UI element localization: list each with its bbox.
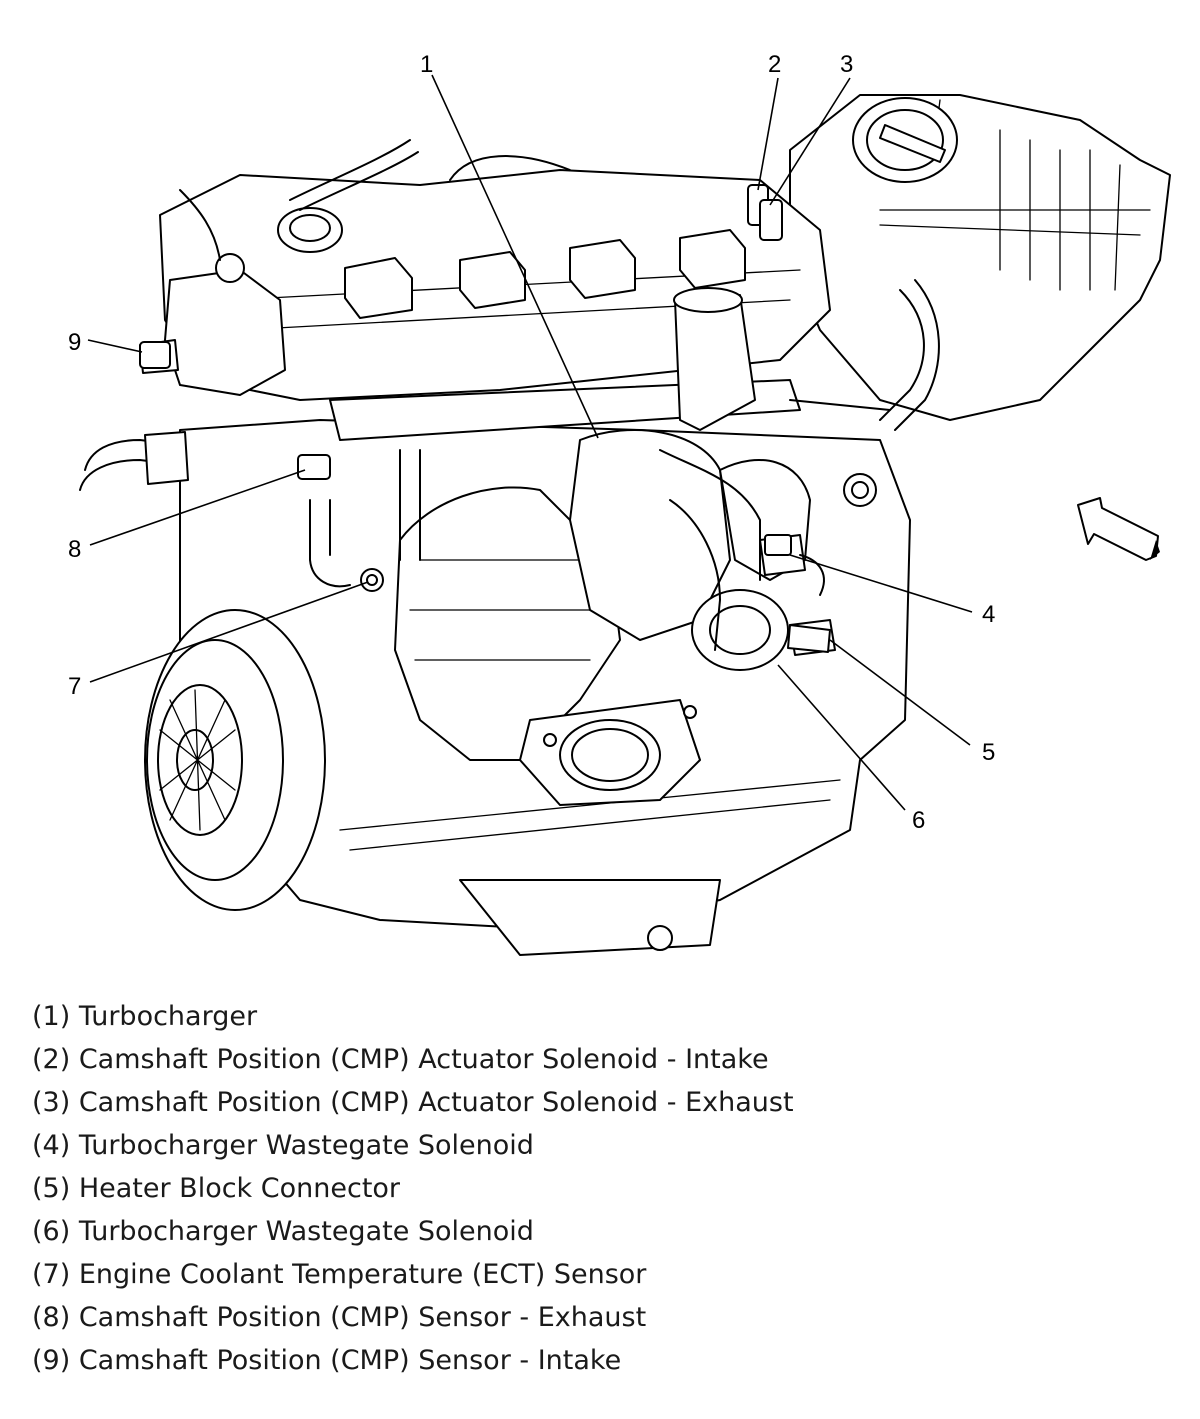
- engine-diagram: 1 2 3 4 5 6 7 8 9: [68, 51, 1171, 956]
- cam-cover: [159, 139, 831, 401]
- leader-line-9: [87, 339, 143, 353]
- legend-item: (1) Turbocharger: [32, 1001, 258, 1032]
- leader-line-3: [769, 77, 851, 206]
- leader-line-1: [431, 74, 599, 439]
- exhaust-heat-shield: [394, 486, 621, 761]
- leader-line-2: [757, 77, 779, 191]
- leader-line-4: [789, 554, 973, 613]
- callout-9: 9: [68, 329, 81, 356]
- legend-item: (9) Camshaft Position (CMP) Sensor - Int…: [32, 1345, 622, 1376]
- legend-item: (7) Engine Coolant Temperature (ECT) Sen…: [32, 1259, 647, 1290]
- callout-8: 8: [68, 536, 81, 563]
- callout-6: 6: [912, 807, 925, 834]
- parts-legend: (1) Turbocharger (2) Camshaft Position (…: [32, 995, 1172, 1382]
- exhaust-outlet-flange: [519, 699, 701, 806]
- leader-line-7: [89, 581, 369, 683]
- legend-item: (3) Camshaft Position (CMP) Actuator Sol…: [32, 1087, 794, 1118]
- sensor-parts: [139, 184, 831, 653]
- legend-item: (4) Turbocharger Wastegate Solenoid: [32, 1130, 534, 1161]
- clutch-flywheel: [144, 609, 326, 911]
- callout-4: 4: [982, 601, 995, 628]
- leader-line-6: [777, 664, 906, 811]
- engine-illustration: [79, 94, 1171, 956]
- legend-item: (2) Camshaft Position (CMP) Actuator Sol…: [32, 1044, 769, 1075]
- callout-2: 2: [768, 51, 781, 78]
- callout-3: 3: [840, 51, 853, 78]
- intake-manifold: [789, 94, 1171, 421]
- leader-line-8: [89, 469, 306, 546]
- leader-lines: [87, 74, 973, 811]
- callout-5: 5: [982, 739, 995, 766]
- callout-1: 1: [420, 51, 433, 78]
- right-hoses: [789, 279, 940, 507]
- callout-7: 7: [68, 673, 81, 700]
- legend-item: (6) Turbocharger Wastegate Solenoid: [32, 1216, 534, 1247]
- leader-line-5: [829, 639, 971, 746]
- legend-item: (8) Camshaft Position (CMP) Sensor - Exh…: [32, 1302, 647, 1333]
- legend-item: (5) Heater Block Connector: [32, 1173, 401, 1204]
- front-direction-arrow-icon: [1077, 497, 1160, 561]
- callout-numbers: 1 2 3 4 5 6 7 8 9: [68, 51, 995, 834]
- coolant-hoses: [79, 431, 421, 588]
